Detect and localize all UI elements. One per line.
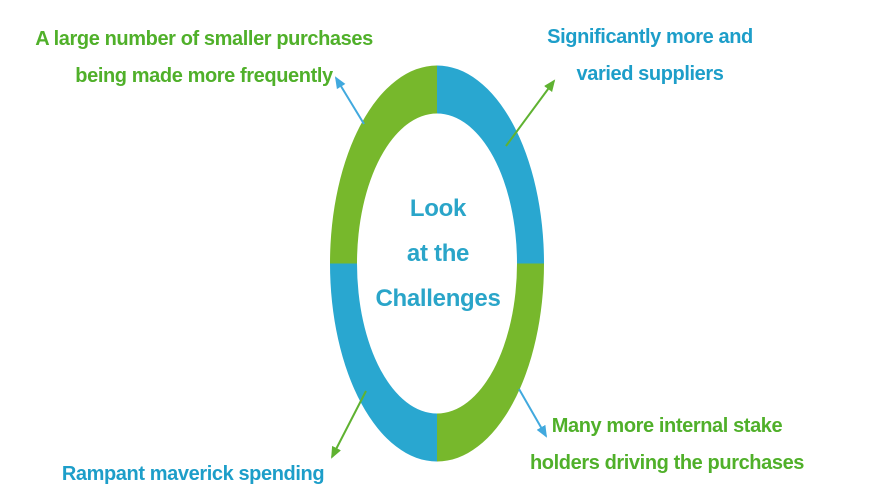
ring-segment-bottom-left [330, 263, 437, 462]
arrow-bottom-left [331, 390, 367, 459]
label-bottom-right: Many more internal stake holders driving… [517, 408, 817, 482]
label-top-right: Significantly more and varied suppliers [500, 19, 800, 93]
arrow-bottom-right [518, 388, 547, 438]
label-bottom-right-line-1: Many more internal stake [551, 415, 783, 437]
label-bottom-right-line-2: holders driving the purchases [529, 452, 805, 474]
label-bottom-left: Rampant maverick spending [43, 456, 343, 493]
label-top-left-line-2: being made more frequently [75, 65, 333, 87]
ring-segment-top-left [330, 65, 437, 264]
label-top-right-line-1: Significantly more and [547, 26, 753, 48]
ring-segment-bottom-right [437, 263, 544, 462]
arrow-top-left [334, 76, 365, 125]
center-title-line-1: Look [409, 195, 467, 222]
arrow-top-right [505, 79, 556, 147]
label-bottom-left-line-1: Rampant maverick spending [61, 463, 325, 485]
center-title-line-2: at the [406, 240, 470, 267]
center-title-line-3: Challenges [375, 285, 501, 312]
label-top-right-line-2: varied suppliers [576, 63, 724, 85]
label-top-left: A large number of smaller purchases bein… [24, 21, 384, 95]
center-title: Look at the Challenges [340, 186, 536, 321]
ring-segment-top-right [437, 65, 544, 264]
label-top-left-line-1: A large number of smaller purchases [35, 28, 373, 50]
